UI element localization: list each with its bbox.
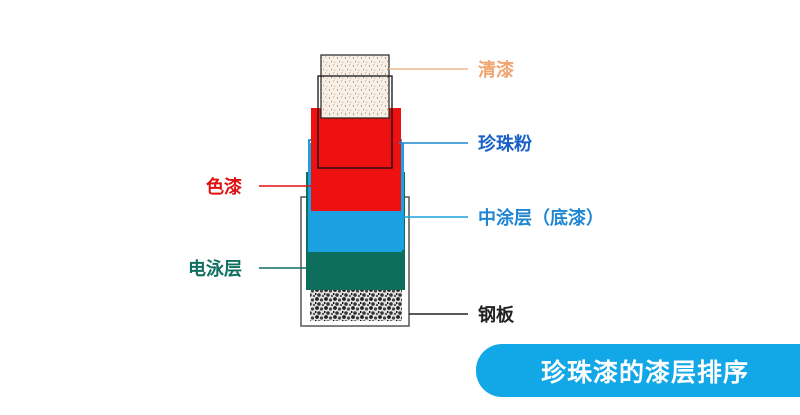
steel-plate-label: 钢板 xyxy=(478,304,515,326)
color-coat-label: 色漆 xyxy=(206,176,242,198)
mid-coat-label: 中涂层（底漆） xyxy=(478,207,604,229)
color-coat-layer xyxy=(311,108,401,211)
pearl-powder-outline xyxy=(317,75,393,169)
caption-text: 珍珠漆的漆层排序 xyxy=(540,357,749,387)
pearl-powder-label: 珍珠粉 xyxy=(478,133,532,155)
steel-plate-texture xyxy=(310,288,402,321)
caption-banner: 珍珠漆的漆层排序 xyxy=(476,344,800,397)
clear-coat-speckle xyxy=(321,56,389,118)
clear-coat-label: 清漆 xyxy=(478,59,514,81)
e-coat-label: 电泳层 xyxy=(188,258,242,280)
